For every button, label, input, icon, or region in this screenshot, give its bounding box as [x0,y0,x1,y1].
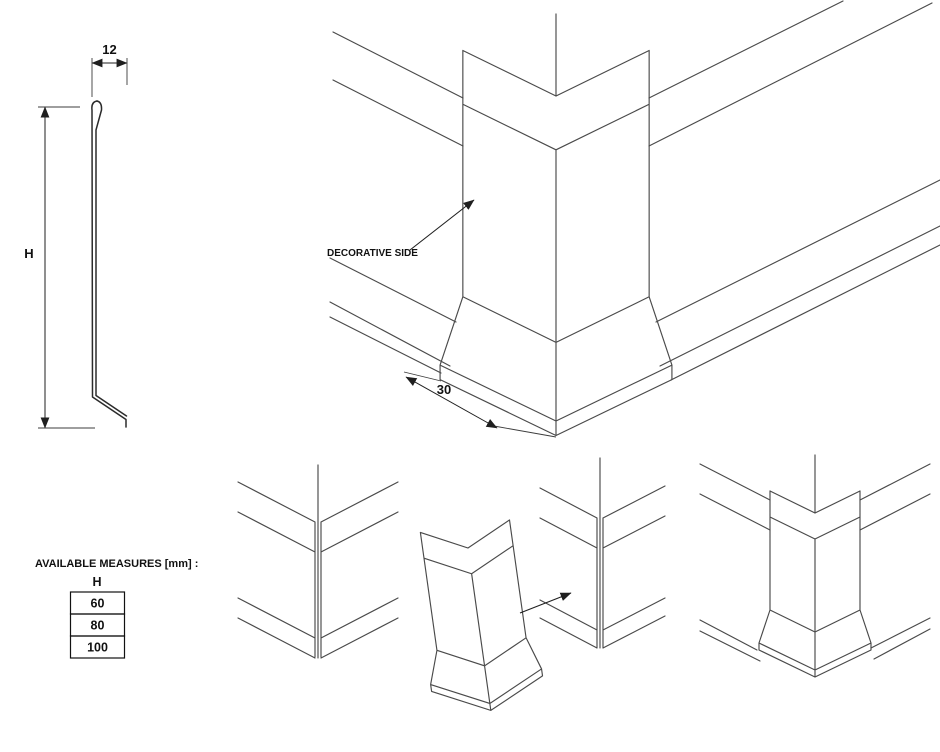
installed-corner-piece [758,490,872,678]
height-dimension-label: H [24,246,33,261]
measures-title: AVAILABLE MEASURES [mm] : [35,558,198,570]
corner-isometric-view: DECORATIVE SIDE 30 [327,0,940,438]
decorative-side-label: DECORATIVE SIDE [327,248,418,259]
decorative-side-arrow [409,199,475,251]
profile-outline-outer [91,100,127,428]
profile-outline-inner [95,100,128,417]
measures-column-header: H [92,575,101,589]
depth-dimension-line [405,376,498,429]
width-dimension-label: 12 [102,42,116,57]
measures-cell-border [69,635,126,659]
measures-cell-value: 60 [91,597,105,611]
decorative-side-callout: DECORATIVE SIDE [327,199,475,259]
depth-dimension: 30 [403,371,557,438]
installation-step-insert-piece [408,457,666,719]
height-dimension: H [24,106,95,429]
width-dimension: 12 [91,42,128,97]
insert-direction-arrow [519,592,572,614]
measures-cell-value: 100 [87,641,108,655]
floating-corner-piece [408,517,547,719]
measures-cell-value: 80 [91,619,105,633]
installation-step-empty-corner [237,464,399,659]
corner-piece [438,49,674,437]
right-skirting-strip-lines [648,0,940,381]
installation-step-installed [699,454,931,678]
depth-dimension-label: 30 [437,382,451,397]
measures-table: 60 80 100 [69,591,126,659]
left-skirting-strip-lines [329,31,464,374]
profile-view: 12 H [24,42,128,429]
available-measures-block: AVAILABLE MEASURES [mm] : H 60 80 100 [35,558,198,659]
